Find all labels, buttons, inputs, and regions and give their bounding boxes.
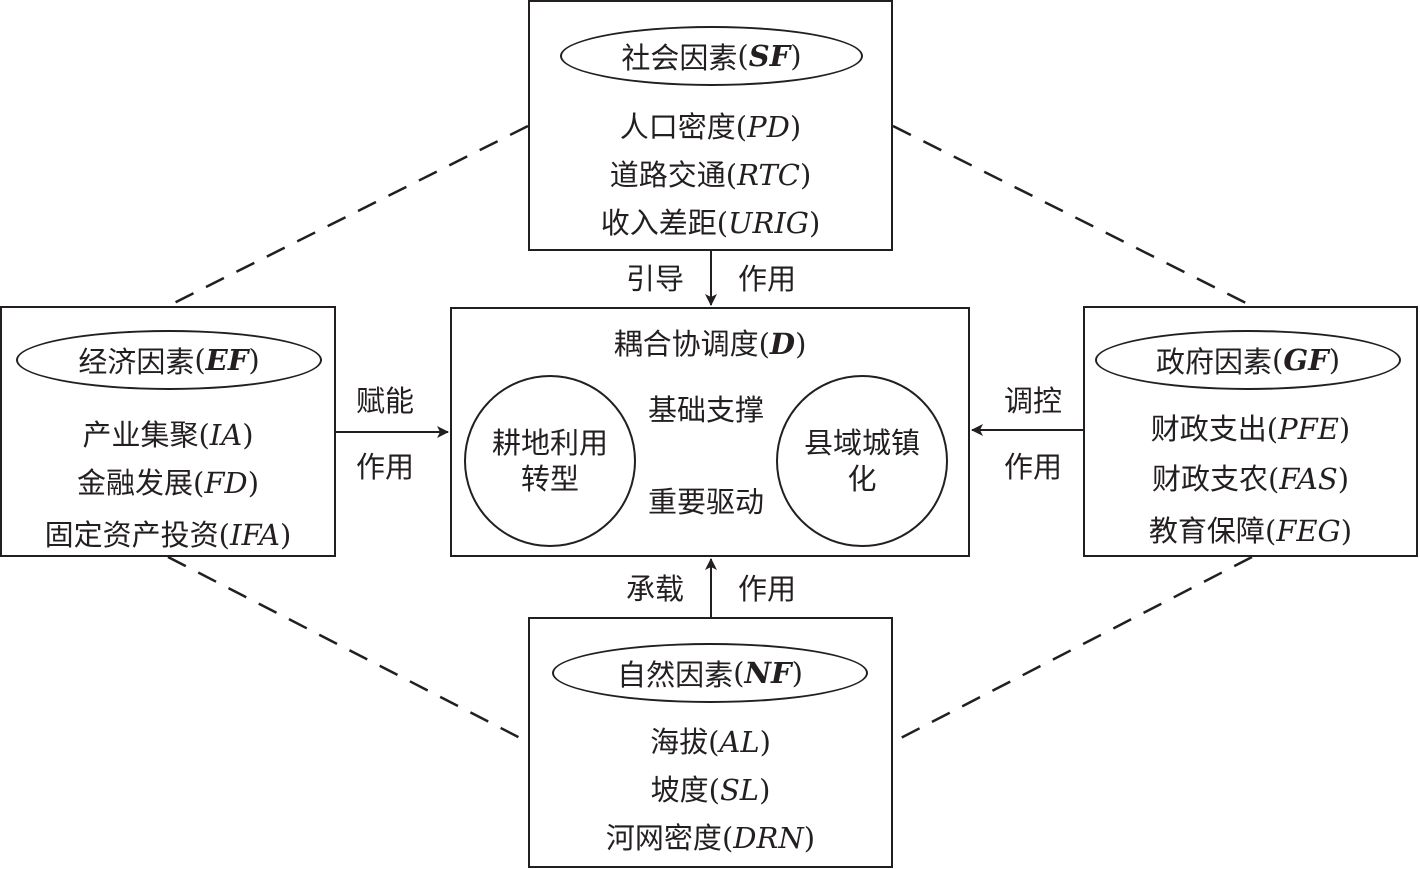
social-factors-title: 社会因素(SF) xyxy=(560,26,863,86)
economic-item-industrial-agglomeration: 产业集聚(IA) xyxy=(82,418,254,452)
natural-item-altitude: 海拔(AL) xyxy=(650,725,771,759)
social-item-population-density: 人口密度(PD) xyxy=(619,110,802,144)
county-urbanization-circle: 县域城镇化 xyxy=(776,375,948,547)
coupling-coordination-box: 耦合协调度(D) 耕地利用转型 县域城镇化 基础支撑 重要驱动 xyxy=(450,307,970,557)
natural-effect-label-b: 作用 xyxy=(738,572,797,606)
social-item-income-gap: 收入差距(URIG) xyxy=(600,206,821,240)
government-item-agricultural-support: 财政支农(FAS) xyxy=(1151,462,1350,496)
government-factors-box: 政府因素(GF) 财政支出(PFE) 财政支农(FAS) 教育保障(FEG) xyxy=(1083,306,1418,557)
support-arrow-label: 基础支撑 xyxy=(648,393,765,427)
drive-arrow-label: 重要驱动 xyxy=(648,485,765,519)
economic-factors-title: 经济因素(EF) xyxy=(16,330,322,390)
economic-item-fixed-asset-investment: 固定资产投资(IFA) xyxy=(44,518,292,552)
natural-effect-label-a: 承载 xyxy=(626,572,685,606)
economic-effect-label-b: 作用 xyxy=(356,450,415,484)
economic-factors-box: 经济因素(EF) 产业集聚(IA) 金融发展(FD) 固定资产投资(IFA) xyxy=(0,306,336,557)
natural-item-slope: 坡度(SL) xyxy=(650,773,771,807)
government-item-fiscal-expenditure: 财政支出(PFE) xyxy=(1150,412,1351,446)
social-item-road-traffic: 道路交通(RTC) xyxy=(609,158,812,192)
government-effect-label-a: 调控 xyxy=(1004,384,1063,418)
government-item-education-guarantee: 教育保障(FEG) xyxy=(1148,514,1353,548)
cultivated-land-transition-circle: 耕地利用转型 xyxy=(464,375,636,547)
social-factors-box: 社会因素(SF) 人口密度(PD) 道路交通(RTC) 收入差距(URIG) xyxy=(528,0,893,251)
natural-factors-box: 自然因素(NF) 海拔(AL) 坡度(SL) 河网密度(DRN) xyxy=(528,617,893,868)
government-effect-label-b: 作用 xyxy=(1004,450,1063,484)
dashed-link-economic-natural xyxy=(167,555,529,744)
dashed-link-social-economic xyxy=(167,124,529,308)
dashed-link-government-natural xyxy=(892,555,1253,744)
economic-effect-label-a: 赋能 xyxy=(356,384,415,418)
coupling-coordination-title: 耦合协调度(D) xyxy=(613,327,807,361)
government-factors-title: 政府因素(GF) xyxy=(1095,330,1401,390)
social-effect-label-a: 引导 xyxy=(626,262,685,296)
dashed-link-social-government xyxy=(892,124,1253,308)
economic-item-financial-development: 金融发展(FD) xyxy=(76,466,260,500)
natural-factors-title: 自然因素(NF) xyxy=(552,643,868,703)
natural-item-river-network-density: 河网密度(DRN) xyxy=(605,821,816,855)
social-effect-label-b: 作用 xyxy=(738,262,797,296)
